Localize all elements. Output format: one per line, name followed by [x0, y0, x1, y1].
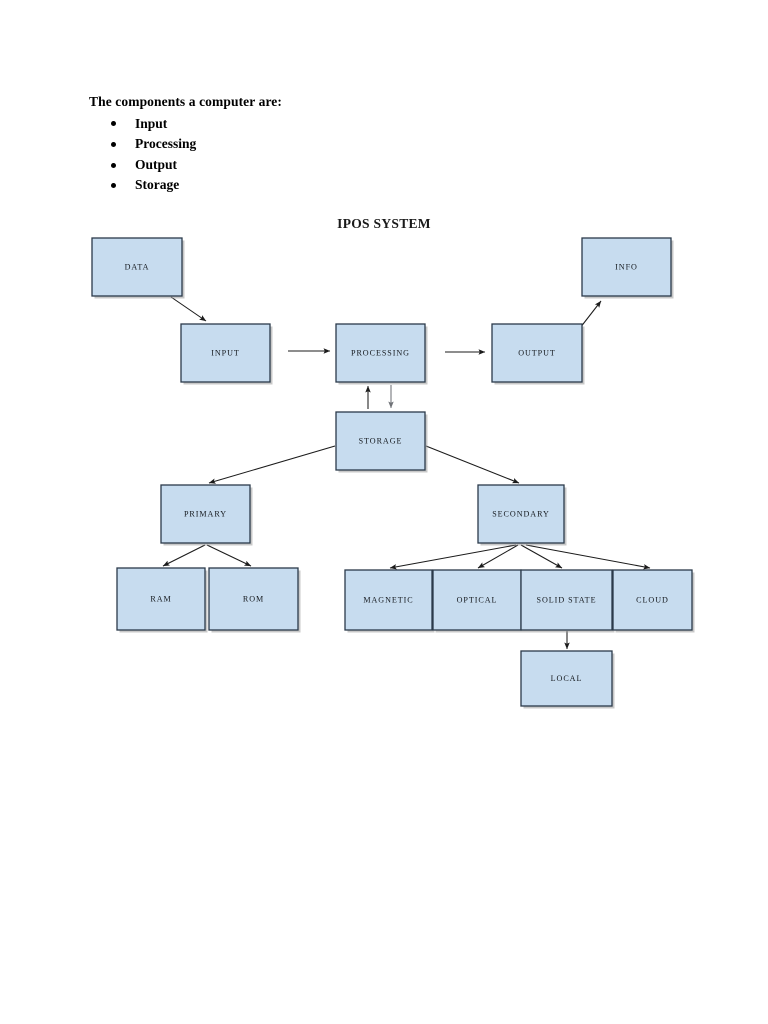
node-box[interactable]: [491, 323, 583, 383]
list-item: Output: [89, 155, 649, 176]
connector-primary-to-rom: [206, 544, 252, 567]
connector-secondary-to-magnetic: [389, 544, 517, 570]
node-label: INFO: [615, 262, 638, 271]
intro-heading: The components a computer are:: [89, 94, 282, 109]
node-box[interactable]: [335, 411, 426, 471]
intro-block: The components a computer are: Input Pro…: [89, 92, 649, 196]
diagram-title: IPOS SYSTEM: [337, 216, 431, 231]
list-item-label: Output: [135, 156, 178, 172]
connector-secondary-to-cloud: [525, 544, 651, 570]
node-label: PRIMARY: [184, 509, 227, 518]
node-box[interactable]: [520, 569, 613, 631]
node-label: SECONDARY: [492, 509, 550, 518]
node-label: CLOUD: [636, 595, 669, 604]
connector-storage-to-secondary: [425, 445, 520, 484]
connector-secondary-to-solid: [520, 544, 563, 569]
node-label: DATA: [125, 262, 150, 271]
node-label: ROM: [243, 594, 264, 603]
node-local[interactable]: LOCAL: [520, 650, 615, 709]
node-box[interactable]: [581, 237, 672, 297]
edge-layer: [162, 296, 651, 650]
node-box[interactable]: [160, 484, 251, 544]
node-rom[interactable]: ROM: [208, 567, 301, 633]
list-item-label: Processing: [135, 136, 197, 152]
node-storage[interactable]: STORAGE: [335, 411, 428, 473]
node-input[interactable]: INPUT: [180, 323, 273, 385]
node-data[interactable]: DATA: [91, 237, 185, 299]
node-box[interactable]: [344, 569, 433, 631]
node-layer: DATA INFO INPUT PROCESSING OUTPUT STORAGE PRIM…: [91, 237, 695, 709]
node-box[interactable]: [208, 567, 299, 631]
node-label: STORAGE: [359, 436, 403, 445]
node-solid_state[interactable]: SOLID STATE: [520, 569, 615, 633]
node-output[interactable]: OUTPUT: [491, 323, 585, 385]
node-label: MAGNETIC: [363, 595, 413, 604]
node-label: OPTICAL: [457, 595, 498, 604]
node-box[interactable]: [335, 323, 426, 383]
components-bullet-list: Input Processing Output Storage: [89, 114, 649, 196]
node-label: OUTPUT: [518, 348, 556, 357]
connector-storage-to-primary: [208, 445, 336, 484]
list-item: Storage: [89, 175, 649, 196]
node-box[interactable]: [116, 567, 206, 631]
node-label: SOLID STATE: [537, 595, 597, 604]
node-ram[interactable]: RAM: [116, 567, 208, 633]
node-box[interactable]: [180, 323, 271, 383]
bullet-dot-icon: [111, 141, 116, 147]
node-secondary[interactable]: SECONDARY: [477, 484, 567, 546]
connector-data-to-input: [170, 296, 207, 322]
node-label: PROCESSING: [351, 348, 410, 357]
list-item-label: Storage: [135, 177, 180, 193]
node-box[interactable]: [612, 569, 693, 631]
node-label: RAM: [150, 594, 171, 603]
list-item-label: Input: [135, 115, 168, 131]
node-box[interactable]: [520, 650, 613, 707]
bullet-dot-icon: [111, 162, 116, 168]
node-box[interactable]: [477, 484, 565, 544]
connector-primary-to-ram: [162, 544, 206, 567]
node-box[interactable]: [91, 237, 183, 297]
node-cloud[interactable]: CLOUD: [612, 569, 695, 633]
node-info[interactable]: INFO: [581, 237, 674, 299]
bullet-dot-icon: [111, 183, 116, 189]
node-label: LOCAL: [551, 674, 583, 683]
node-label: INPUT: [211, 348, 240, 357]
list-item: Processing: [89, 134, 649, 155]
connector-secondary-to-optical: [477, 544, 519, 569]
node-magnetic[interactable]: MAGNETIC: [344, 569, 435, 633]
node-optical[interactable]: OPTICAL: [432, 569, 524, 633]
list-item: Input: [89, 114, 649, 135]
connector-output-to-info: [579, 300, 602, 329]
node-processing[interactable]: PROCESSING: [335, 323, 428, 385]
node-primary[interactable]: PRIMARY: [160, 484, 253, 546]
bullet-dot-icon: [111, 121, 116, 127]
